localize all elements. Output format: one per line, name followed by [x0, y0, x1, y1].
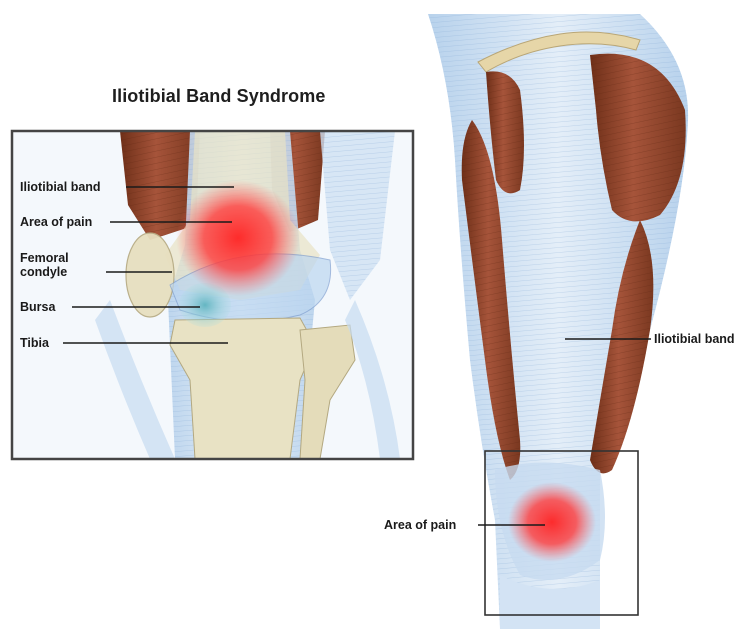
- diagram-title: Iliotibial Band Syndrome: [112, 86, 392, 107]
- label-femoral-condyle-line2: condyle: [20, 265, 69, 279]
- label-femoral-condyle-line1: Femoral: [20, 251, 69, 265]
- label-area-of-pain-inset: Area of pain: [20, 215, 92, 229]
- label-tibia: Tibia: [20, 336, 49, 350]
- label-bursa: Bursa: [20, 300, 55, 314]
- label-iliotibial-band-inset: Iliotibial band: [20, 180, 101, 194]
- label-area-of-pain-leg: Area of pain: [384, 518, 456, 532]
- label-iliotibial-band-leg: Iliotibial band: [654, 332, 735, 346]
- leg-illustration: [428, 14, 688, 629]
- label-femoral-condyle: Femoral condyle: [20, 251, 69, 279]
